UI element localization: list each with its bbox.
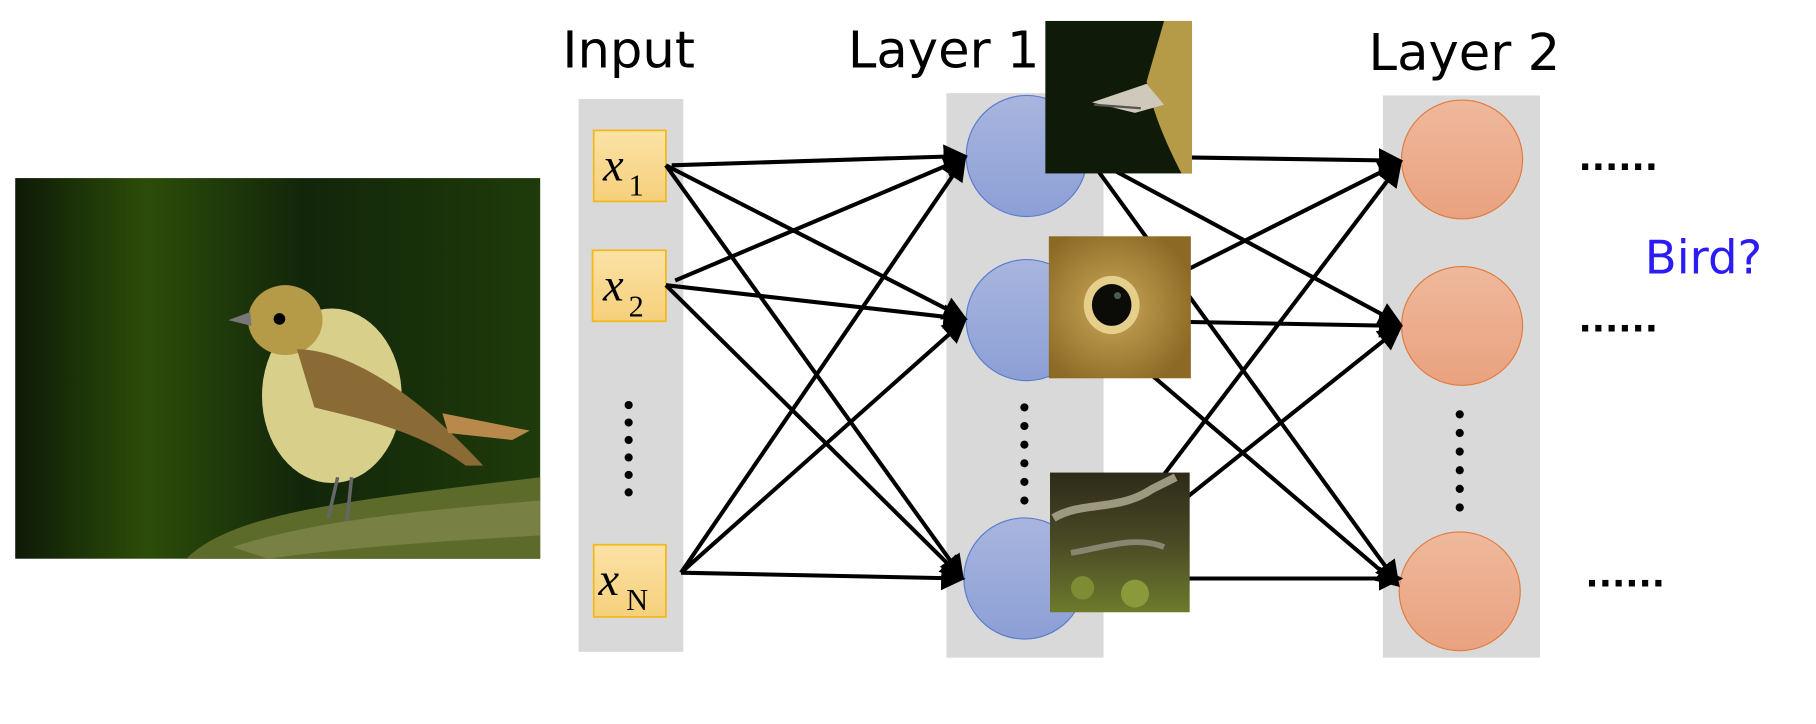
layer2-node-2-ellipsis: ...... <box>1578 301 1658 341</box>
layer1-vertical-ellipsis <box>1020 403 1029 505</box>
svg-text:x: x <box>597 555 619 606</box>
svg-text:x: x <box>602 260 624 311</box>
layer2-node-2 <box>1400 265 1524 386</box>
layer2-node-1 <box>1400 99 1524 220</box>
svg-text:x: x <box>602 140 624 191</box>
input-title: Input <box>562 21 695 81</box>
layer2-node-n <box>1398 531 1521 652</box>
svg-text:2: 2 <box>629 290 644 324</box>
eye-patch-image <box>1048 236 1191 379</box>
layer1-title: Layer 1 <box>848 21 1040 81</box>
input-node-x1: x 1 <box>592 129 667 203</box>
layer2-node-n-ellipsis: ...... <box>1585 556 1665 596</box>
bird-photo <box>15 178 541 559</box>
input-node-xN: x N <box>592 543 667 618</box>
feet-patch-image <box>1050 472 1190 613</box>
input-node-x2: x 2 <box>591 249 667 324</box>
svg-text:N: N <box>626 583 648 617</box>
input-vertical-ellipsis <box>624 400 633 497</box>
input-to-layer1-edges <box>664 144 968 591</box>
svg-text:1: 1 <box>629 169 644 203</box>
layer2-node-1-ellipsis: ...... <box>1578 139 1658 179</box>
output-question: Bird? <box>1645 231 1762 285</box>
beak-patch-image <box>1045 20 1193 174</box>
layer2-vertical-ellipsis <box>1455 410 1464 512</box>
layer2-title: Layer 2 <box>1369 23 1561 83</box>
